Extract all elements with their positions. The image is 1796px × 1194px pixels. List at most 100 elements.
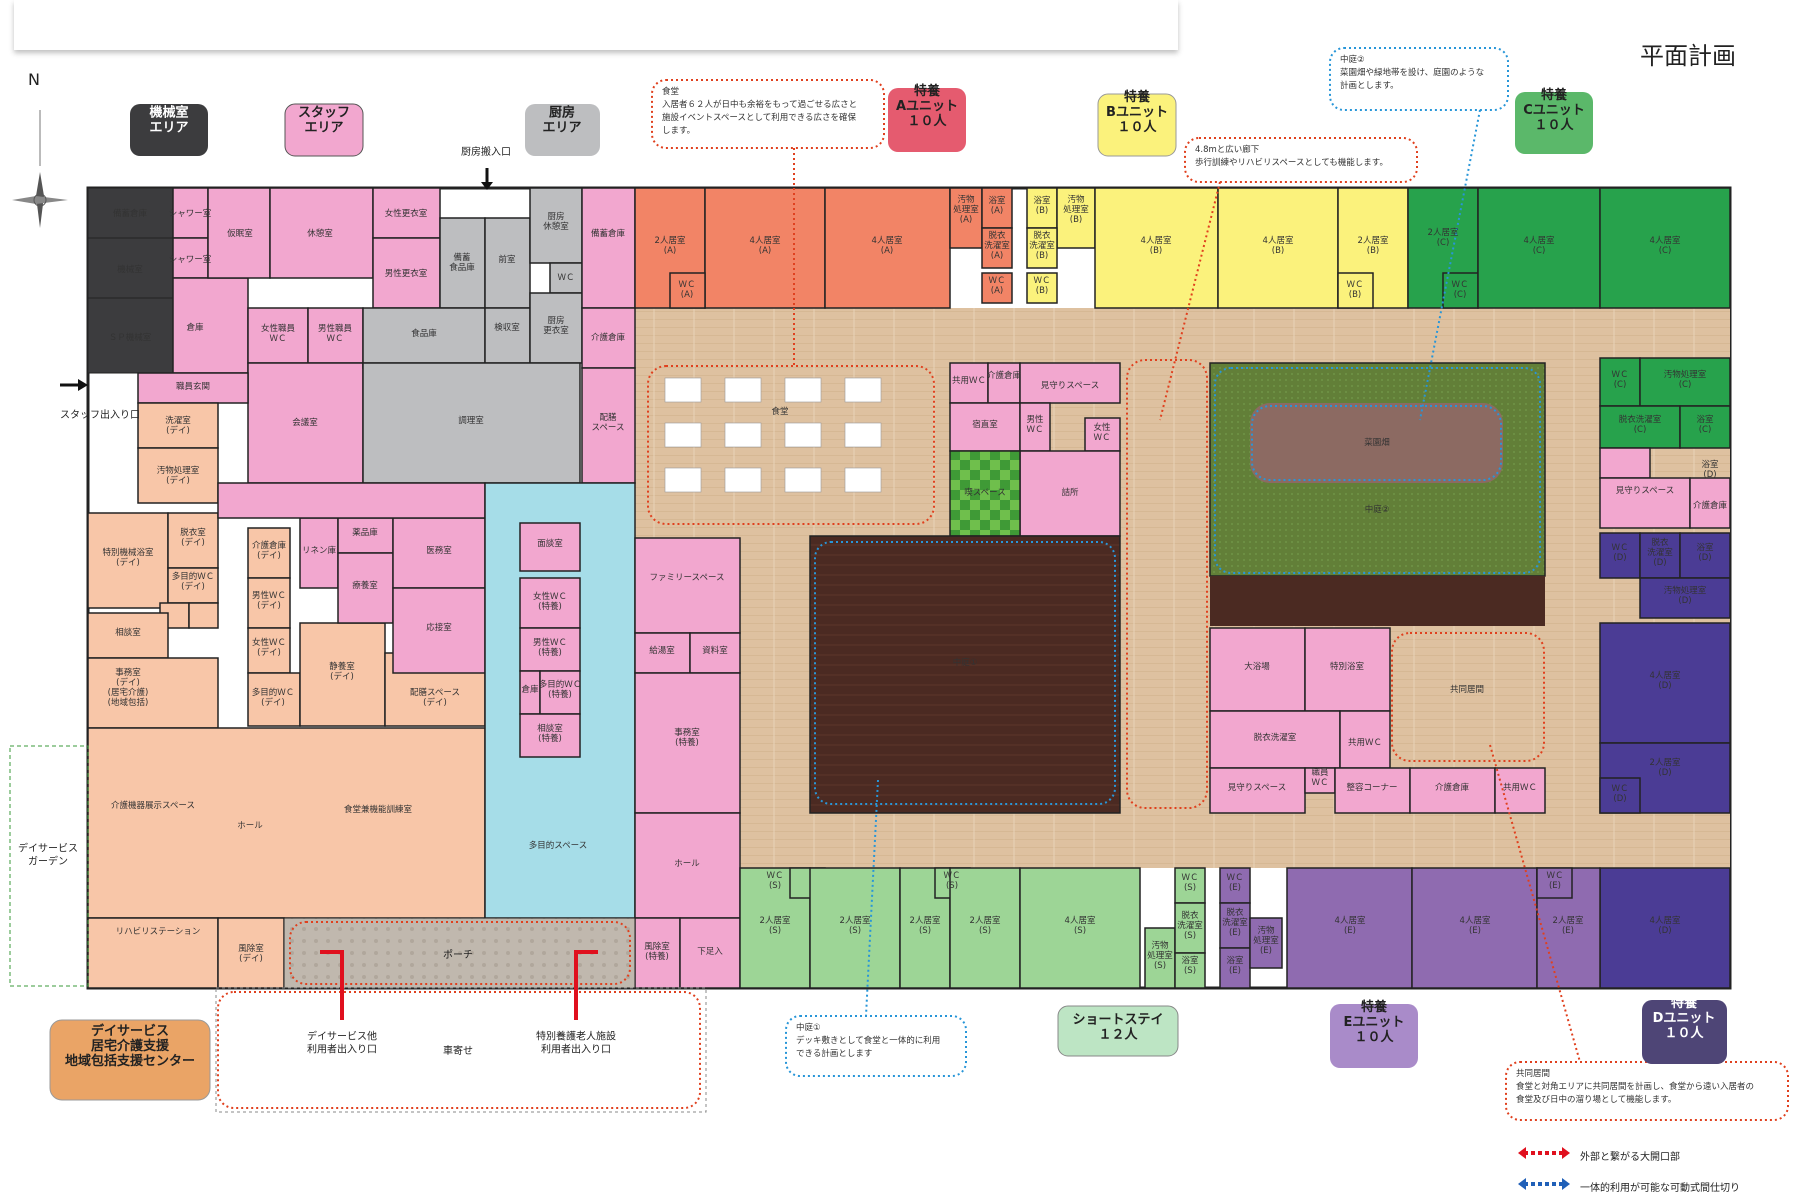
room-label-r8: 休憩室 <box>307 228 333 239</box>
dining-label: 食堂 <box>771 406 788 417</box>
room-label-r116: ＷＣ(S) <box>943 871 960 891</box>
room-label-r40: 療養室 <box>352 580 378 591</box>
room-label-r101: 宿直室 <box>972 419 998 430</box>
room-label-r56: ファミリースペース <box>649 573 724 583</box>
room-label-r43: 配膳スペース(デイ) <box>410 687 460 708</box>
courtyard-2-label: 中庭② <box>1365 504 1390 515</box>
room-label-r109: 共用ＷＣ <box>1348 738 1382 748</box>
room-label-r121: 4人居室(S) <box>1065 915 1096 936</box>
room-label-r98: 共用ＷＣ <box>952 376 986 386</box>
room-label-r129: 汚物処理室(E) <box>1253 925 1279 956</box>
room-label-r114: 共用ＷＣ <box>1503 783 1537 793</box>
room-label-r26: 洗濯室(デイ) <box>165 415 191 436</box>
room-label-r125: 浴室(S) <box>1181 955 1199 976</box>
room-label-r51: 男性ＷＣ(特養) <box>533 637 567 658</box>
kitchen-area <box>362 187 583 484</box>
room-label-r82: 4人居室(C) <box>1650 235 1681 256</box>
room-label-r75: 4人居室(B) <box>1141 235 1172 256</box>
room-label-r14: 職員玄関 <box>176 381 210 392</box>
room-label-r30: 多目的ＷＣ(デイ) <box>172 571 215 592</box>
room-label-r47: リハビリステーション <box>116 927 201 937</box>
room-label-r57: 給湯室 <box>649 645 675 656</box>
room-label-r29: 脱衣室(デイ) <box>180 527 206 548</box>
room-label-r61: 風除室(特養) <box>644 941 670 962</box>
outside-staff-entrance: スタッフ出入り口 <box>60 408 140 421</box>
room-label-r32: 事務室(デイ)(居宅介護)(地域包括) <box>108 667 149 708</box>
room-label-r20: 検収室 <box>494 322 520 333</box>
room-label-r105: 喫スペース <box>964 487 1005 498</box>
room-label-r15: 備蓄食品庫 <box>449 252 475 273</box>
room-label-r95: 2人居室(D) <box>1650 757 1681 778</box>
room-label-r124: 脱衣洗濯室(S) <box>1177 910 1203 941</box>
room-label-r113: 介護倉庫 <box>1435 782 1470 793</box>
room-label-r25: 配膳スペース <box>592 412 625 433</box>
room-label-r94: 4人居室(D) <box>1650 670 1681 691</box>
room-label-r81: 4人居室(C) <box>1524 235 1555 256</box>
center-support-rooms <box>949 362 1121 537</box>
room-label-r78: ＷＣ(B) <box>1346 280 1363 300</box>
room-label-r42: 応接室 <box>426 622 452 633</box>
note-labels: 食堂入居者６２人が日中も余裕をもって過ごせる広さと施設イベントスペースとして利用… <box>18 54 1754 1105</box>
legend-blue-label: 一体的利用が可能な可動式間仕切り <box>1580 1183 1740 1194</box>
room-label-r60: ホール <box>674 859 700 869</box>
room-label-r65: 4人居室(A) <box>872 235 903 256</box>
room-label-r52: 倉庫 <box>521 684 539 695</box>
outside-care-entrance: 特別養護老人施設利用者出入り口 <box>536 1030 616 1056</box>
room-label-r69: 脱衣洗濯室(A) <box>984 230 1010 261</box>
room-label-r93: 汚物処理室(D) <box>1664 585 1707 606</box>
room-label-r122: 汚物処理室(S) <box>1147 940 1173 971</box>
room-label-r62: 下足入 <box>697 947 723 957</box>
highlight-outlines <box>217 359 1545 1109</box>
tag-machine: 機械室エリア <box>149 105 188 136</box>
room-label-r66: ＷＣ(A) <box>678 280 695 300</box>
room-label-r13: 会議室 <box>292 417 318 428</box>
room-label-r36: 多目的ＷＣ(デイ) <box>252 687 295 708</box>
room-label-r112: 整容コーナー <box>1346 782 1397 793</box>
legend-arrows <box>1518 1147 1570 1190</box>
room-label-r34: 男性ＷＣ(デイ) <box>252 590 286 611</box>
room-label-r79: 2人居室(C) <box>1428 227 1459 248</box>
page-title: 平面計画 <box>1640 42 1736 70</box>
room-label-r17: 厨房休憩室 <box>543 211 569 232</box>
room-label-r19: 食品庫 <box>411 328 437 339</box>
room-label-r73: 脱衣洗濯室(B) <box>1029 230 1055 261</box>
room-label-r117: 2人居室(S) <box>760 915 791 936</box>
area-tags <box>49 88 1727 1101</box>
staff-area <box>137 187 441 484</box>
outside-day-garden: デイサービスガーデン <box>18 842 78 868</box>
room-label-r89: 介護倉庫 <box>1693 500 1728 511</box>
room-label-r68: 浴室(A) <box>988 195 1006 216</box>
room-label-r99: 介護倉庫 <box>987 370 1022 381</box>
room-label-r41: 医務室 <box>426 545 452 556</box>
room-label-r23: 備蓄倉庫 <box>591 228 626 239</box>
room-label-r49: 面談室 <box>537 538 563 549</box>
room-label-r55: 多目的スペース <box>529 840 587 851</box>
callout-leaders <box>793 148 1581 1063</box>
room-label-r6: 倉庫 <box>186 322 204 333</box>
room-label-r46: 食堂兼機能訓練室 <box>344 804 413 815</box>
bath-block <box>1209 627 1546 814</box>
note-corridor: 4.8mと広い廊下歩行訓練やリハビリスペースとしても機能します。 <box>1195 144 1388 168</box>
room-label-r22: 調理室 <box>458 415 484 426</box>
outside-drop-off: 車寄せ <box>443 1044 473 1057</box>
room-label-r76: 4人居室(B) <box>1263 235 1294 256</box>
legend-red-label: 外部と繋がる大開口部 <box>1580 1152 1680 1163</box>
room-label-r50: 女性ＷＣ(特養) <box>533 591 567 612</box>
note-dining: 食堂入居者６２人が日中も余裕をもって過ごせる広さと施設イベントスペースとして利用… <box>662 86 857 136</box>
room-label-r96: ＷＣ(D) <box>1611 784 1628 804</box>
room-label-r28: 特別機械浴室(デイ) <box>102 547 154 568</box>
room-label-r37: 静養室(デイ) <box>329 661 355 682</box>
day-service-area <box>87 402 486 989</box>
dining-tables <box>664 377 882 493</box>
room-label-r9: 女性更衣室 <box>385 208 428 219</box>
callout-leaders-blue <box>865 109 1481 1017</box>
room-label-r120: 2人居室(S) <box>970 915 1001 936</box>
machine-area <box>87 187 174 374</box>
room-label-r87: 浴室(D) <box>1701 459 1719 480</box>
short-stay-rooms <box>739 867 1206 989</box>
